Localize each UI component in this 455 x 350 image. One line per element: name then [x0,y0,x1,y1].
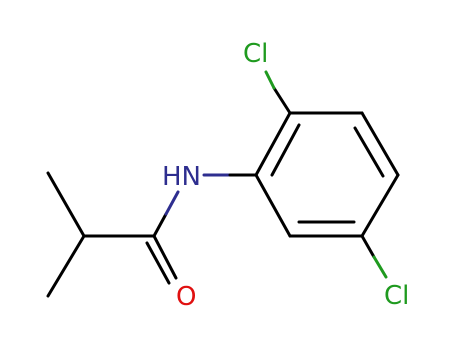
bond-carbonyl-o-2 [145,241,171,285]
bond-carbonyl-n [152,212,168,238]
bond-carbonyl-o-1 [152,234,178,280]
bond-carbonyl-n-colored [164,190,180,216]
ring-bond-4 [360,173,400,238]
atom-cl-top: Cl [243,39,268,69]
ring-bond-3 [360,111,400,177]
ring-bond-1-inner [270,123,301,177]
atom-o: O [176,282,196,312]
bond-ring-cl-top-colored [264,70,276,90]
bond-ch3-bottom-ch [46,234,86,298]
ring-bond-1 [254,111,292,177]
bond-ring-cl-bottom [360,234,376,259]
bond-ring-cl-bottom-colored [372,255,388,279]
bond-ring-cl-top [272,86,292,115]
atom-cl-bottom: Cl [384,281,409,311]
atom-nh: HN [162,162,201,192]
ring-bond-3-inner [353,126,385,178]
ring-bond-6 [254,173,292,238]
bond-ch3-top-ch [46,171,86,238]
